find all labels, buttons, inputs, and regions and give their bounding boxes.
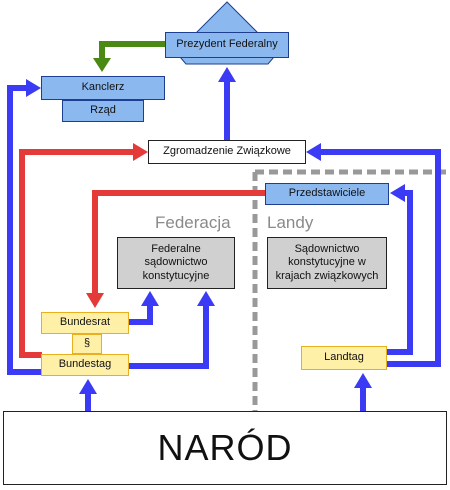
assembly-box: Zgromadzenie Związkowe — [148, 140, 306, 164]
president-triangle — [194, 1, 260, 34]
blue-arrow-landtag-to-assembly — [306, 143, 441, 367]
nation-box: NARÓD — [3, 411, 447, 485]
state-court-box: Sądownictwo konstytucyjne w krajach zwią… — [267, 237, 387, 289]
landtag-box: Landtag — [301, 346, 387, 370]
federation-states-divider — [252, 169, 450, 412]
blue-arrow-bundesrat-to-court — [129, 291, 159, 325]
chancellor-box: Kanclerz — [41, 76, 165, 100]
president-triangle-base — [178, 56, 276, 65]
bundesrat-box: Bundesrat — [41, 312, 129, 334]
government-box: Rząd — [62, 100, 144, 122]
federation-label: Federacja — [155, 213, 231, 232]
president-box: Prezydent Federalny — [165, 32, 289, 58]
red-arrow-representatives-to-bundesrat — [86, 190, 265, 308]
green-arrow-president-to-chancellor — [93, 41, 165, 72]
representatives-box: Przedstawiciele — [265, 183, 389, 205]
red-arrow-bundestag-to-assembly — [19, 143, 148, 358]
bundestag-box: Bundestag — [41, 354, 129, 376]
blue-arrow-assembly-to-president — [218, 67, 236, 140]
blue-arrow-bundestag-to-chancellor — [7, 79, 42, 375]
blue-arrow-nation-to-landtag — [354, 373, 372, 412]
paragraph-box: § — [72, 334, 102, 354]
federal-court-box: Federalne sądownictwo konstytucyjne — [117, 237, 235, 289]
blue-arrow-bundestag-to-court — [129, 291, 215, 369]
blue-arrow-landtag-to-representatives — [387, 184, 413, 355]
states-label: Landy — [267, 213, 314, 232]
blue-arrow-nation-to-bundestag — [79, 379, 97, 412]
